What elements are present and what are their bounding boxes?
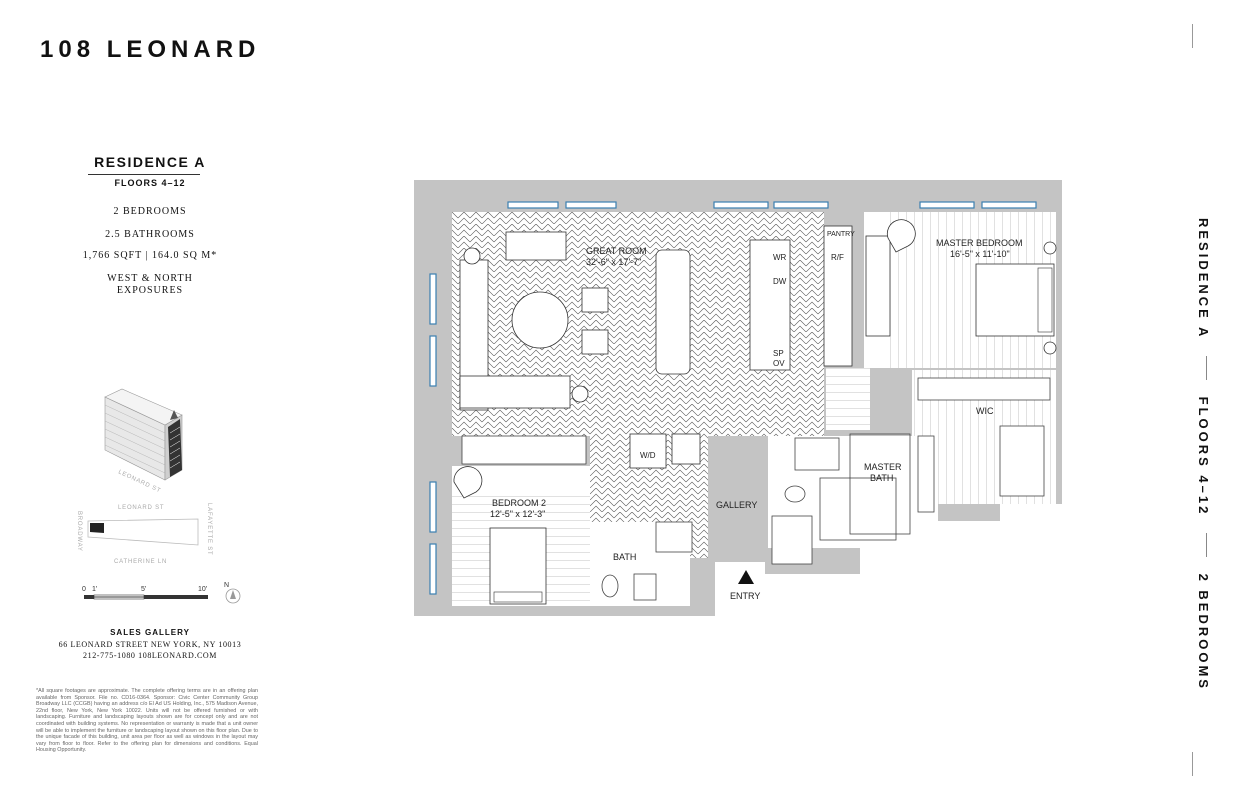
washer-dryer bbox=[629, 433, 667, 469]
vertical-floors: FLOORS 4–12 bbox=[1196, 396, 1211, 517]
top-right-rule bbox=[1192, 24, 1193, 48]
master-bath-inner bbox=[849, 433, 911, 535]
vertical-divider-2 bbox=[1205, 532, 1207, 557]
master-bedroom-dims: 16'-5" x 11'-10" bbox=[950, 249, 1010, 259]
toilet bbox=[794, 437, 840, 471]
kitchen-cabinets bbox=[823, 225, 853, 367]
floor-plan: GREAT ROOM 32'-6" x 17'-7" MASTER BEDROO… bbox=[414, 180, 1062, 616]
wr-label: WR bbox=[773, 253, 787, 262]
scale-label-10: 10' bbox=[198, 586, 207, 593]
entry-label: ENTRY bbox=[730, 591, 760, 601]
great-room-label: GREAT ROOM bbox=[586, 246, 647, 256]
wd-label: W/D bbox=[640, 451, 656, 460]
master-bath-label-1: MASTER bbox=[864, 462, 902, 472]
shower bbox=[819, 477, 897, 541]
bath-sink bbox=[633, 573, 657, 601]
master-bed-pillows bbox=[1037, 267, 1053, 333]
street-broadway: BROADWAY bbox=[76, 511, 82, 552]
bedroom-2-dims: 12'-5" x 12'-3" bbox=[490, 509, 545, 519]
street-catherine: CATHERINE LN bbox=[114, 559, 167, 565]
gallery-label: GALLERY bbox=[716, 500, 757, 510]
windows bbox=[429, 201, 1037, 595]
scale-label-5: 5' bbox=[141, 586, 146, 593]
sales-address: 66 LEONARD STREET NEW YORK, NY 10013 bbox=[58, 640, 242, 649]
scale-label-1: 1' bbox=[92, 586, 97, 593]
nightstand-2 bbox=[1043, 341, 1057, 355]
armchair-2 bbox=[581, 329, 609, 355]
scale-label-0: 0 bbox=[82, 586, 86, 593]
exposures-text: WEST & NORTH EXPOSURES bbox=[95, 273, 205, 297]
pantry-label: PANTRY bbox=[827, 231, 855, 238]
disclaimer-text: *All square footages are approximate. Th… bbox=[36, 688, 258, 754]
wic-shelf-side bbox=[999, 425, 1045, 497]
lamp-table-1 bbox=[463, 247, 481, 265]
residence-title: RESIDENCE A bbox=[94, 154, 206, 170]
hall-floor bbox=[826, 368, 870, 430]
sales-contact: 212-775-1080 108LEONARD.COM bbox=[83, 651, 217, 660]
console bbox=[505, 231, 567, 261]
exposures-label: WEST & NORTH EXPOSURES bbox=[107, 273, 193, 296]
bed-2 bbox=[489, 527, 547, 605]
key-map: LEONARD ST LEONARD ST LAFAYETTE ST BROAD… bbox=[76, 388, 241, 604]
bedroom-2-chair bbox=[453, 466, 483, 499]
wic-shelf-top bbox=[917, 377, 1051, 401]
lamp-table-2 bbox=[571, 385, 589, 403]
sp-label: SP bbox=[773, 349, 784, 358]
bed-2-pillows bbox=[493, 591, 543, 603]
kitchen-island bbox=[749, 239, 791, 371]
master-bedroom-label: MASTER BEDROOM bbox=[936, 238, 1023, 248]
unit-location-marker bbox=[90, 523, 104, 533]
vanity bbox=[917, 435, 935, 513]
entry-arrow-icon bbox=[738, 570, 754, 584]
dw-label: DW bbox=[773, 277, 787, 286]
coffee-table bbox=[511, 291, 569, 349]
site-outline bbox=[87, 518, 199, 546]
bedroom-count: 2 BEDROOMS bbox=[113, 206, 187, 217]
scale-bar bbox=[84, 594, 208, 600]
nightstand-1 bbox=[1043, 241, 1057, 255]
street-leonard: LEONARD ST bbox=[118, 505, 164, 511]
great-room-dims: 32'-6" x 17'-7" bbox=[586, 257, 641, 267]
wic-label: WIC bbox=[976, 406, 994, 416]
sectional bbox=[459, 375, 571, 409]
residence-floors: FLOORS 4–12 bbox=[114, 178, 186, 188]
bottom-right-rule bbox=[1192, 752, 1193, 776]
vertical-residence: RESIDENCE A bbox=[1196, 218, 1211, 340]
powder-room bbox=[771, 515, 813, 565]
vertical-bedrooms: 2 BEDROOMS bbox=[1196, 573, 1211, 691]
rf-label: R/F bbox=[831, 253, 844, 262]
master-chair bbox=[886, 219, 916, 253]
armchair-1 bbox=[581, 287, 609, 313]
north-label: N bbox=[224, 582, 229, 589]
dining-table bbox=[655, 249, 691, 375]
bathroom-count: 2.5 BATHROOMS bbox=[105, 229, 195, 240]
north-arrow-icon bbox=[225, 588, 241, 604]
street-lafayette: LAFAYETTE ST bbox=[206, 503, 212, 556]
area-text: 1,766 SQFT | 164.0 SQ M* bbox=[82, 250, 218, 261]
vertical-title: RESIDENCE A FLOORS 4–12 2 BEDROOMS bbox=[1196, 218, 1211, 691]
closet-bedroom-2 bbox=[461, 435, 587, 465]
master-bath-label-2: BATH bbox=[870, 473, 893, 483]
building-isometric bbox=[104, 388, 183, 481]
bath-toilet bbox=[601, 574, 619, 598]
master-dresser bbox=[865, 235, 891, 337]
brand-logo: 108 LEONARD bbox=[40, 36, 261, 63]
sales-title: SALES GALLERY bbox=[110, 628, 190, 637]
bath-label: BATH bbox=[613, 552, 636, 562]
title-divider bbox=[88, 174, 200, 175]
ov-label: OV bbox=[773, 359, 785, 368]
bath-shelf bbox=[655, 521, 693, 553]
bedroom-2-label: BEDROOM 2 bbox=[492, 498, 546, 508]
powder-sink bbox=[784, 485, 806, 503]
vertical-divider-1 bbox=[1205, 356, 1207, 380]
laundry-shelf bbox=[671, 433, 701, 465]
